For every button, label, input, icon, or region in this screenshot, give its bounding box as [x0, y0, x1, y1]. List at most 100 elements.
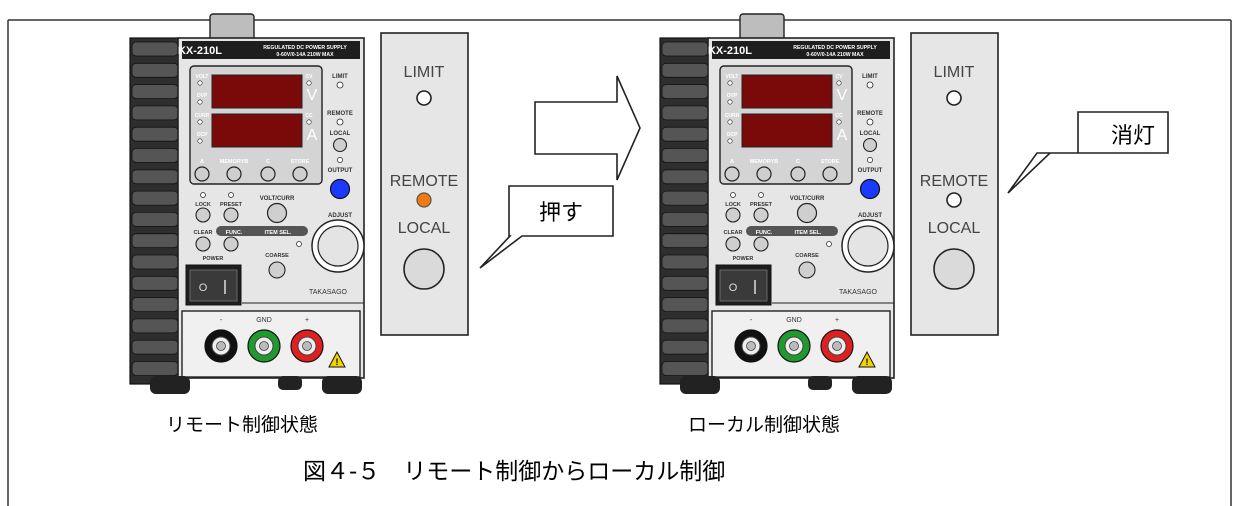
- remote-led: [336, 118, 344, 126]
- output-button[interactable]: [859, 178, 881, 200]
- coarse-label: COARSE: [265, 253, 289, 259]
- limit-label: LIMIT: [862, 74, 878, 80]
- lock-button[interactable]: [725, 207, 741, 223]
- limit-led: [866, 81, 874, 89]
- adjust-label: ADJUST: [328, 213, 352, 219]
- display-side-label: CURR: [195, 113, 210, 119]
- foot-left: [680, 376, 720, 394]
- volt-curr-button[interactable]: [266, 202, 288, 224]
- heatsink-fin: [131, 297, 179, 313]
- adjust-knob[interactable]: [317, 225, 359, 267]
- heatsink-fin: [131, 318, 179, 334]
- preset-button[interactable]: [223, 207, 239, 223]
- minus-label: -: [750, 317, 753, 324]
- header-line1: REGULATED DC POWER SUPPLY: [263, 45, 347, 51]
- warning-icon: [858, 350, 876, 368]
- output-button[interactable]: [329, 178, 351, 200]
- local-label: LOCAL: [330, 131, 351, 137]
- local-button[interactable]: [862, 137, 878, 153]
- heatsink-fin: [661, 84, 709, 99]
- memory-label: A: [730, 159, 734, 165]
- local-button-2[interactable]: [933, 248, 975, 290]
- warning-mark: !: [336, 357, 339, 367]
- memory-label: STORE: [821, 159, 840, 165]
- power-off-mark: O: [199, 282, 208, 294]
- func-button[interactable]: [753, 236, 769, 252]
- coarse-led: [296, 241, 302, 247]
- zoom-remote-label-2: REMOTE: [920, 173, 988, 190]
- memory-button[interactable]: [292, 166, 308, 182]
- display-side-label: OCP: [727, 132, 739, 138]
- func-button[interactable]: [223, 236, 239, 252]
- preset-label: PRESET: [750, 202, 773, 208]
- volt-curr-button[interactable]: [796, 202, 818, 224]
- display-side-led: [727, 138, 733, 144]
- heatsink-fin: [131, 211, 179, 227]
- memory-button[interactable]: [194, 166, 210, 182]
- output-led: [337, 157, 343, 163]
- func-label: FUNC.: [756, 230, 773, 236]
- memory-label: STORE: [291, 159, 310, 165]
- limit-led-2: [946, 90, 962, 106]
- func-label: FUNC.: [226, 230, 243, 236]
- lock-label: LOCK: [725, 202, 741, 208]
- heatsink-fin: [661, 297, 709, 313]
- terminal-core: [746, 341, 756, 351]
- transition-arrow: [534, 75, 641, 181]
- remote-led: [866, 118, 874, 126]
- power-switch[interactable]: [719, 269, 768, 302]
- heatsink-fin: [661, 190, 709, 206]
- coarse-button[interactable]: [268, 261, 286, 279]
- lock-led: [200, 192, 206, 198]
- heatsink-fin: [131, 105, 179, 121]
- heatsink-fin: [661, 41, 709, 57]
- unit-v-label: V: [307, 87, 318, 104]
- heatsink-fin: [131, 361, 179, 376]
- display-side-label: VOLT: [726, 74, 739, 80]
- func-bar: [746, 226, 838, 236]
- item-sel-label: ITEM SEL.: [265, 230, 292, 236]
- coarse-button[interactable]: [798, 261, 816, 279]
- terminal-core: [832, 341, 842, 351]
- heatsink-fin: [131, 339, 179, 355]
- heatsink-fin: [661, 361, 709, 376]
- lock-button[interactable]: [195, 207, 211, 223]
- memory-label: C: [796, 159, 800, 165]
- adjust-knob[interactable]: [847, 225, 889, 267]
- power-switch[interactable]: [189, 269, 238, 302]
- callout-press-text: 押す: [539, 201, 583, 226]
- memory-button[interactable]: [756, 166, 772, 182]
- current-display: [211, 113, 303, 148]
- heatsink-fin: [131, 275, 179, 291]
- heatsink-fin: [131, 254, 179, 270]
- clear-button[interactable]: [725, 236, 741, 252]
- memory-button[interactable]: [822, 166, 838, 182]
- memory-button[interactable]: [790, 166, 806, 182]
- memory-button[interactable]: [226, 166, 242, 182]
- plus-label: +: [305, 317, 309, 324]
- item-sel-label: ITEM SEL.: [795, 230, 822, 236]
- cc-led: [836, 119, 842, 125]
- memory-button[interactable]: [260, 166, 276, 182]
- local-button[interactable]: [403, 248, 445, 290]
- zoom-limit-label: LIMIT: [404, 64, 445, 81]
- figure-caption: 図４-５ リモート制御からローカル制御: [303, 459, 726, 485]
- remote-label: REMOTE: [327, 111, 353, 117]
- limit-led: [416, 90, 432, 106]
- display-side-led: [197, 138, 203, 144]
- memory-button[interactable]: [724, 166, 740, 182]
- heatsink-fin: [131, 62, 179, 78]
- heatsink-fin: [661, 211, 709, 227]
- warning-icon: [328, 350, 346, 368]
- cv-led: [306, 80, 312, 86]
- foot-left: [150, 376, 190, 394]
- coarse-label: COARSE: [795, 253, 819, 259]
- func-bar: [216, 226, 308, 236]
- volt-curr-label: VOLT/CURR: [790, 196, 825, 202]
- carry-handle: [209, 13, 255, 41]
- header-line2: 0-60V/0-14A 210W MAX: [276, 52, 334, 58]
- local-button[interactable]: [332, 137, 348, 153]
- heatsink-fin: [661, 126, 709, 142]
- clear-button[interactable]: [195, 236, 211, 252]
- preset-button[interactable]: [753, 207, 769, 223]
